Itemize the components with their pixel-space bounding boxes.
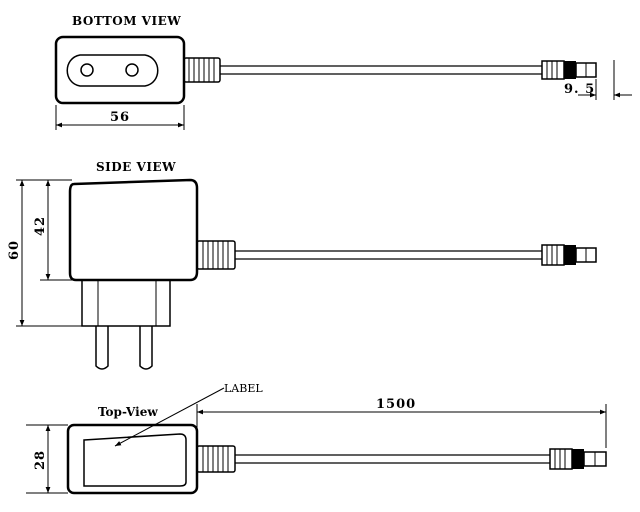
- dimension-42: 42: [33, 180, 72, 281]
- bottom-view-cable: [220, 65, 542, 75]
- top-width-dimension: 28: [33, 450, 48, 470]
- label-plate-icon: [83, 433, 187, 487]
- dimension-1500: 1500: [196, 397, 607, 448]
- bottom-view-title: BOTTOM VIEW: [72, 14, 181, 28]
- bottom-view: BOTTOM VIEW: [54, 14, 632, 130]
- bottom-width-dimension: 56: [110, 110, 130, 125]
- connector-tip-dimension: 9. 5: [564, 82, 595, 97]
- bottom-view-body: [54, 35, 186, 105]
- dimension-56: 56: [55, 105, 185, 130]
- dc-barrel-connector-icon: [541, 244, 597, 266]
- strain-relief-icon: [183, 57, 221, 83]
- dc-barrel-connector-icon: [549, 448, 607, 470]
- cable-length-dimension: 1500: [376, 397, 416, 412]
- side-total-height-dimension: 60: [7, 240, 22, 260]
- strain-relief-icon: [196, 445, 236, 473]
- side-view-title: SIDE VIEW: [96, 160, 176, 174]
- top-view: Top-View LABEL: [26, 382, 607, 495]
- strain-relief-icon: [196, 240, 236, 270]
- dimension-9-5: 9. 5: [564, 60, 632, 100]
- eu-plug-face-icon: [66, 54, 159, 87]
- side-view: SIDE VIEW: [7, 160, 597, 370]
- side-body-height-dimension: 42: [33, 216, 48, 236]
- top-view-body: [66, 423, 199, 495]
- side-view-body: [68, 178, 199, 282]
- top-view-cable: [235, 454, 550, 464]
- side-view-cable: [235, 250, 542, 260]
- dc-barrel-connector-icon: [541, 60, 597, 80]
- label-callout: LABEL: [224, 382, 263, 395]
- dimension-28: 28: [26, 424, 68, 494]
- top-view-title: Top-View: [98, 405, 158, 419]
- plug-prongs-icon: [81, 280, 171, 370]
- dimension-60: 60: [7, 179, 82, 327]
